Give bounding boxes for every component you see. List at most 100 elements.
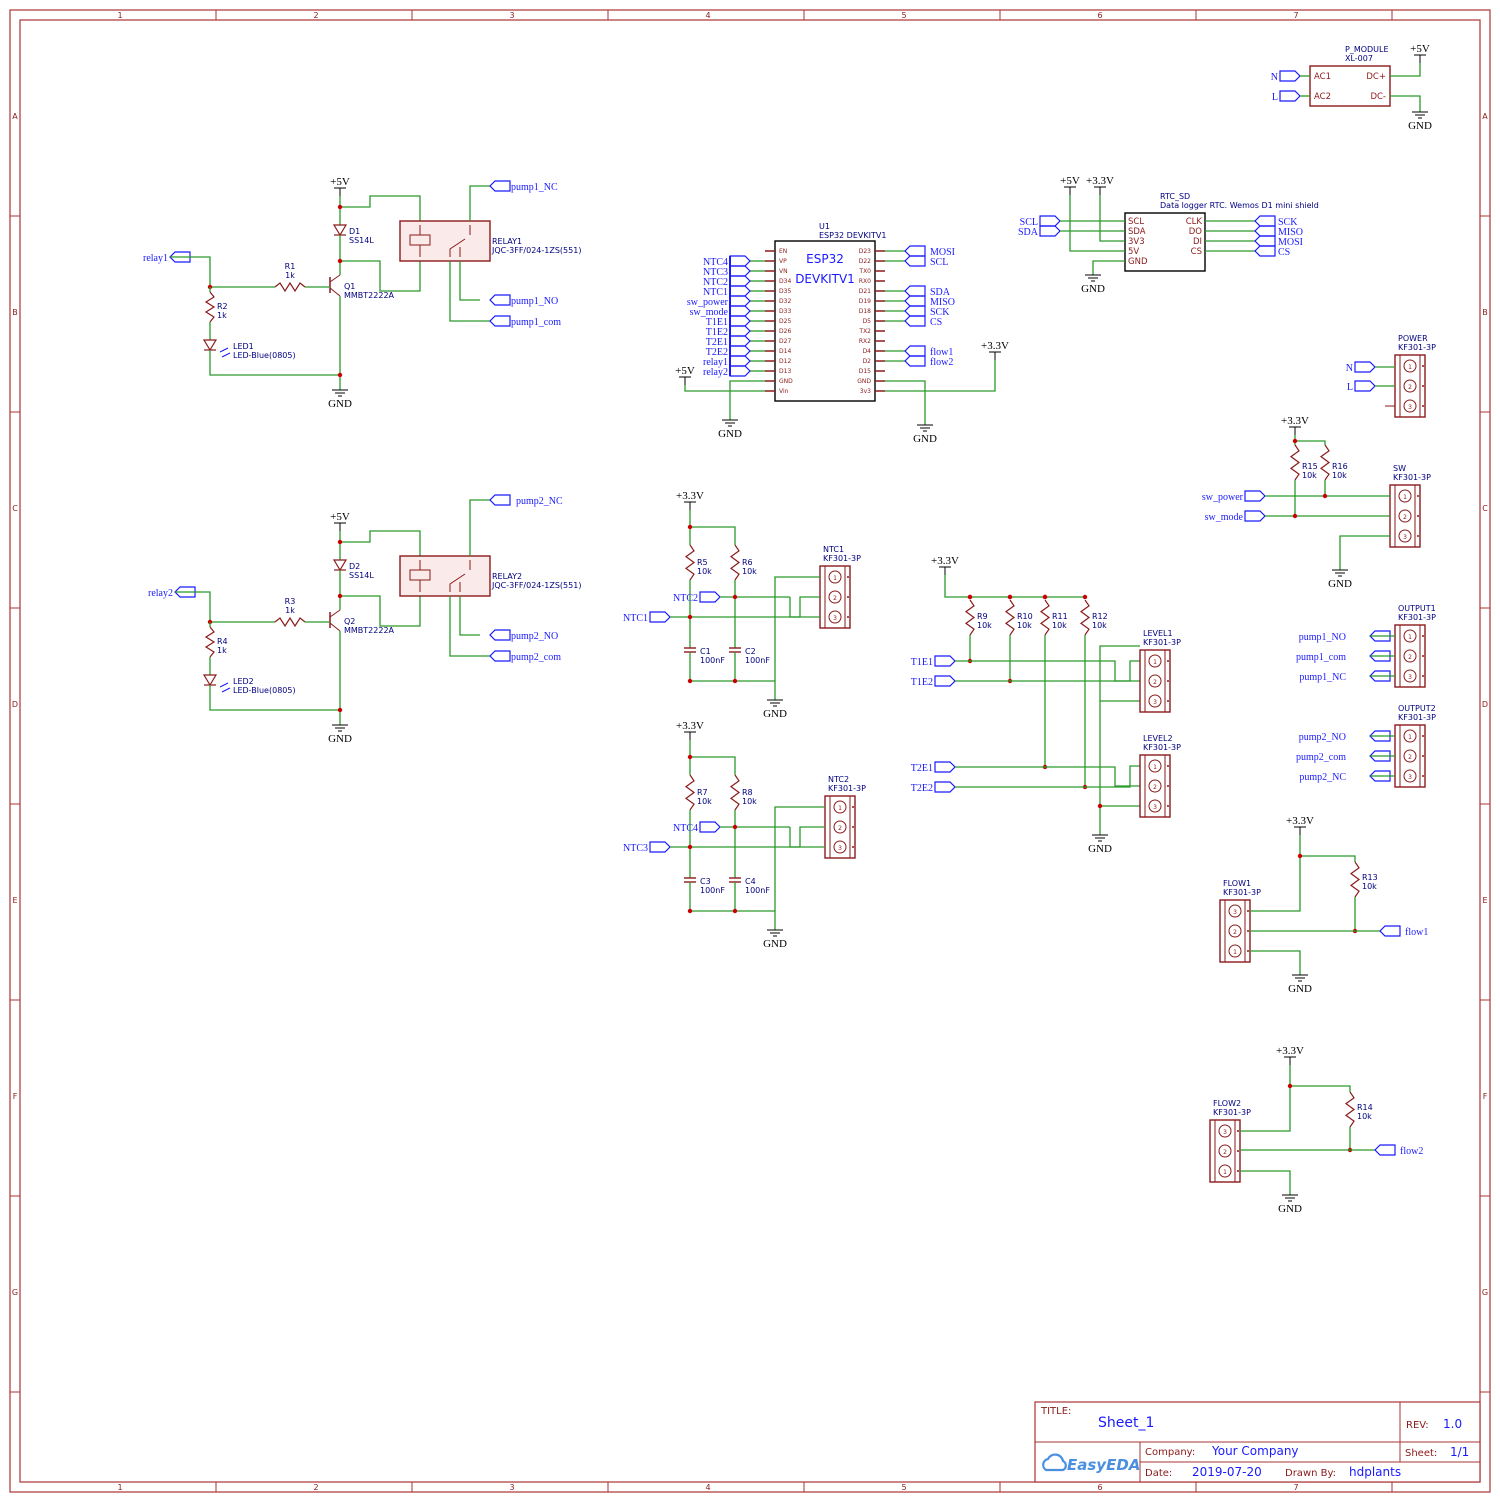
ground-icon [1092,834,1108,842]
pin-name: VN [779,268,788,275]
row-label: G [1482,1288,1488,1297]
ground-icon [722,419,738,427]
pin-name: D25 [779,318,791,325]
relay-body [399,555,491,597]
terminal-block-connector [1394,724,1426,788]
junction-dot [337,372,343,378]
net-flag-icon [934,781,956,793]
pin-dot [1417,515,1419,517]
wire [689,652,776,700]
pin-circle [1403,359,1417,373]
pin-number: 3 [1408,404,1412,411]
connector-body [1139,754,1171,818]
pin-dot [1247,910,1249,912]
power-label: +3.3V [931,555,959,567]
net-label: MOSI [1278,237,1303,248]
relay-value: JQC-3FF/024-1ZS(551) [491,581,581,590]
pin-dot [1422,385,1424,387]
diode-value: SS14L [349,236,374,245]
wire [955,660,1140,682]
gnd-label: GND [328,733,352,745]
column-label: 4 [705,1483,710,1492]
relay-ref: RELAY2 [492,572,522,581]
net-flag-icon [904,285,926,297]
junction-dot [732,824,738,830]
net-flag-icon [934,675,956,687]
transistor-ref: Q1 [344,282,355,291]
net-flag-icon [489,294,511,306]
wire [774,806,825,911]
gnd-label: GND [913,433,937,445]
net-label: sw_power [687,297,729,308]
capacitor-value: 100nF [745,656,770,665]
junction-dot [1297,853,1303,859]
pin-name: RX0 [859,278,871,285]
junction-dot [732,908,738,914]
power-label: +5V [330,511,350,523]
resistor-icon [964,599,976,636]
pin-number: 2 [1153,679,1157,686]
connector-value: KF301-3P [828,784,866,793]
t-collector [329,274,341,283]
wire [729,380,765,420]
net-label: CS [1278,247,1290,258]
pin-dot [1247,950,1249,952]
ground-icon [1332,569,1348,577]
net-flag-icon [699,821,721,833]
t-emitter [329,287,341,297]
net-label: flow2 [930,357,953,368]
pin-dot [1247,930,1249,932]
wire [1240,1170,1291,1195]
pin-number: 2 [1408,384,1412,391]
pin-circle [833,800,847,814]
pin-circle [1218,1164,1232,1178]
wire [1339,535,1390,570]
wire [1250,835,1301,912]
connector-ref: FLOW1 [1223,879,1251,888]
wire [1240,1065,1291,1132]
resistor-ref: R3 [285,597,296,606]
drawn-by-label: Drawn By: [1285,1468,1336,1479]
pin-circle [1398,529,1412,543]
pin-circle [1403,769,1417,783]
pin-dot [847,596,849,598]
net-label: NTC4 [673,823,698,834]
pin-name: D15 [859,368,871,375]
pin-number: 3 [1153,699,1157,706]
power-label: +3.3V [676,490,704,502]
pin-circle [1398,489,1412,503]
pin-name: EN [779,248,787,255]
net-flag-icon [1279,90,1301,102]
connector-value: KF301-3P [1398,613,1436,622]
net-label: relay1 [703,357,728,368]
junction-dot [337,204,343,210]
net-flag-icon [1354,361,1376,373]
pin-number: 2 [1408,754,1412,761]
pin-dot [1422,635,1424,637]
power-label: +3.3V [1281,415,1309,427]
gnd-label: GND [1328,578,1352,590]
gnd-label: GND [1408,120,1432,132]
column-label: 5 [901,1483,906,1492]
pin-name: SDA [1128,227,1146,237]
wire [1390,63,1421,77]
net-label: pump2_NO [511,631,558,642]
transistor-value: MMBT2222A [344,291,395,300]
pin-circle [1403,629,1417,643]
ground-icon [767,929,783,937]
diode-ref: D1 [349,227,360,236]
net-label: MISO [930,297,955,308]
net-flag-icon [1369,730,1391,742]
wire [1099,700,1140,835]
pin-name: TX0 [858,268,871,275]
net-flag-icon [649,611,671,623]
relay-ref: RELAY1 [492,237,522,246]
cloud-logo-icon [1042,1453,1067,1472]
connector-ref: SW [1393,464,1406,473]
pin-number: 2 [833,595,837,602]
led-ref: LED1 [233,342,254,351]
wire [1390,95,1421,112]
net-flag-icon [934,655,956,667]
pin-circle [1403,749,1417,763]
net-flag-icon [1279,70,1301,82]
